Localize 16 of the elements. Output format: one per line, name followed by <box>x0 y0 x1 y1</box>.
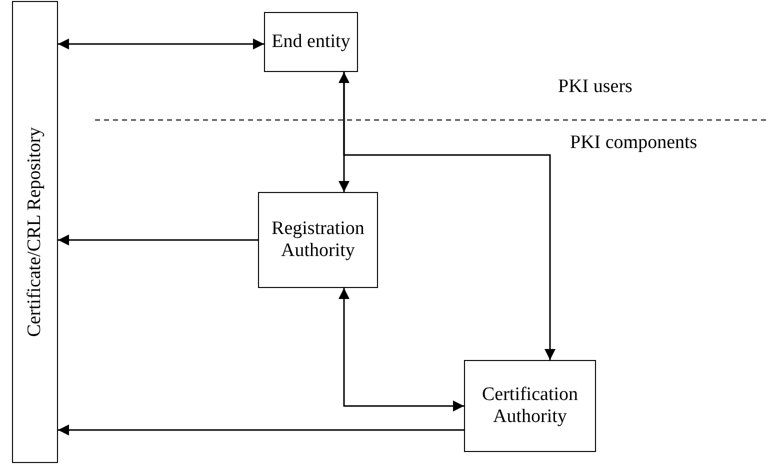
node-label: End entity <box>272 31 350 53</box>
arrow <box>338 72 350 192</box>
node-label: Certification Authority <box>480 384 580 428</box>
process-box <box>464 360 596 452</box>
process-box <box>264 12 358 72</box>
zone-label: PKI components <box>570 132 698 154</box>
arrow <box>58 234 258 246</box>
node-label: Registration Authority <box>270 218 366 262</box>
zone-label: PKI users <box>558 76 632 98</box>
arrow <box>338 288 464 412</box>
node-label: Certificate/CRL Repository <box>24 127 46 337</box>
arrow <box>343 72 556 360</box>
arrow <box>58 38 264 50</box>
process-box <box>258 192 378 288</box>
process-box <box>12 1 58 463</box>
arrow <box>58 424 464 436</box>
